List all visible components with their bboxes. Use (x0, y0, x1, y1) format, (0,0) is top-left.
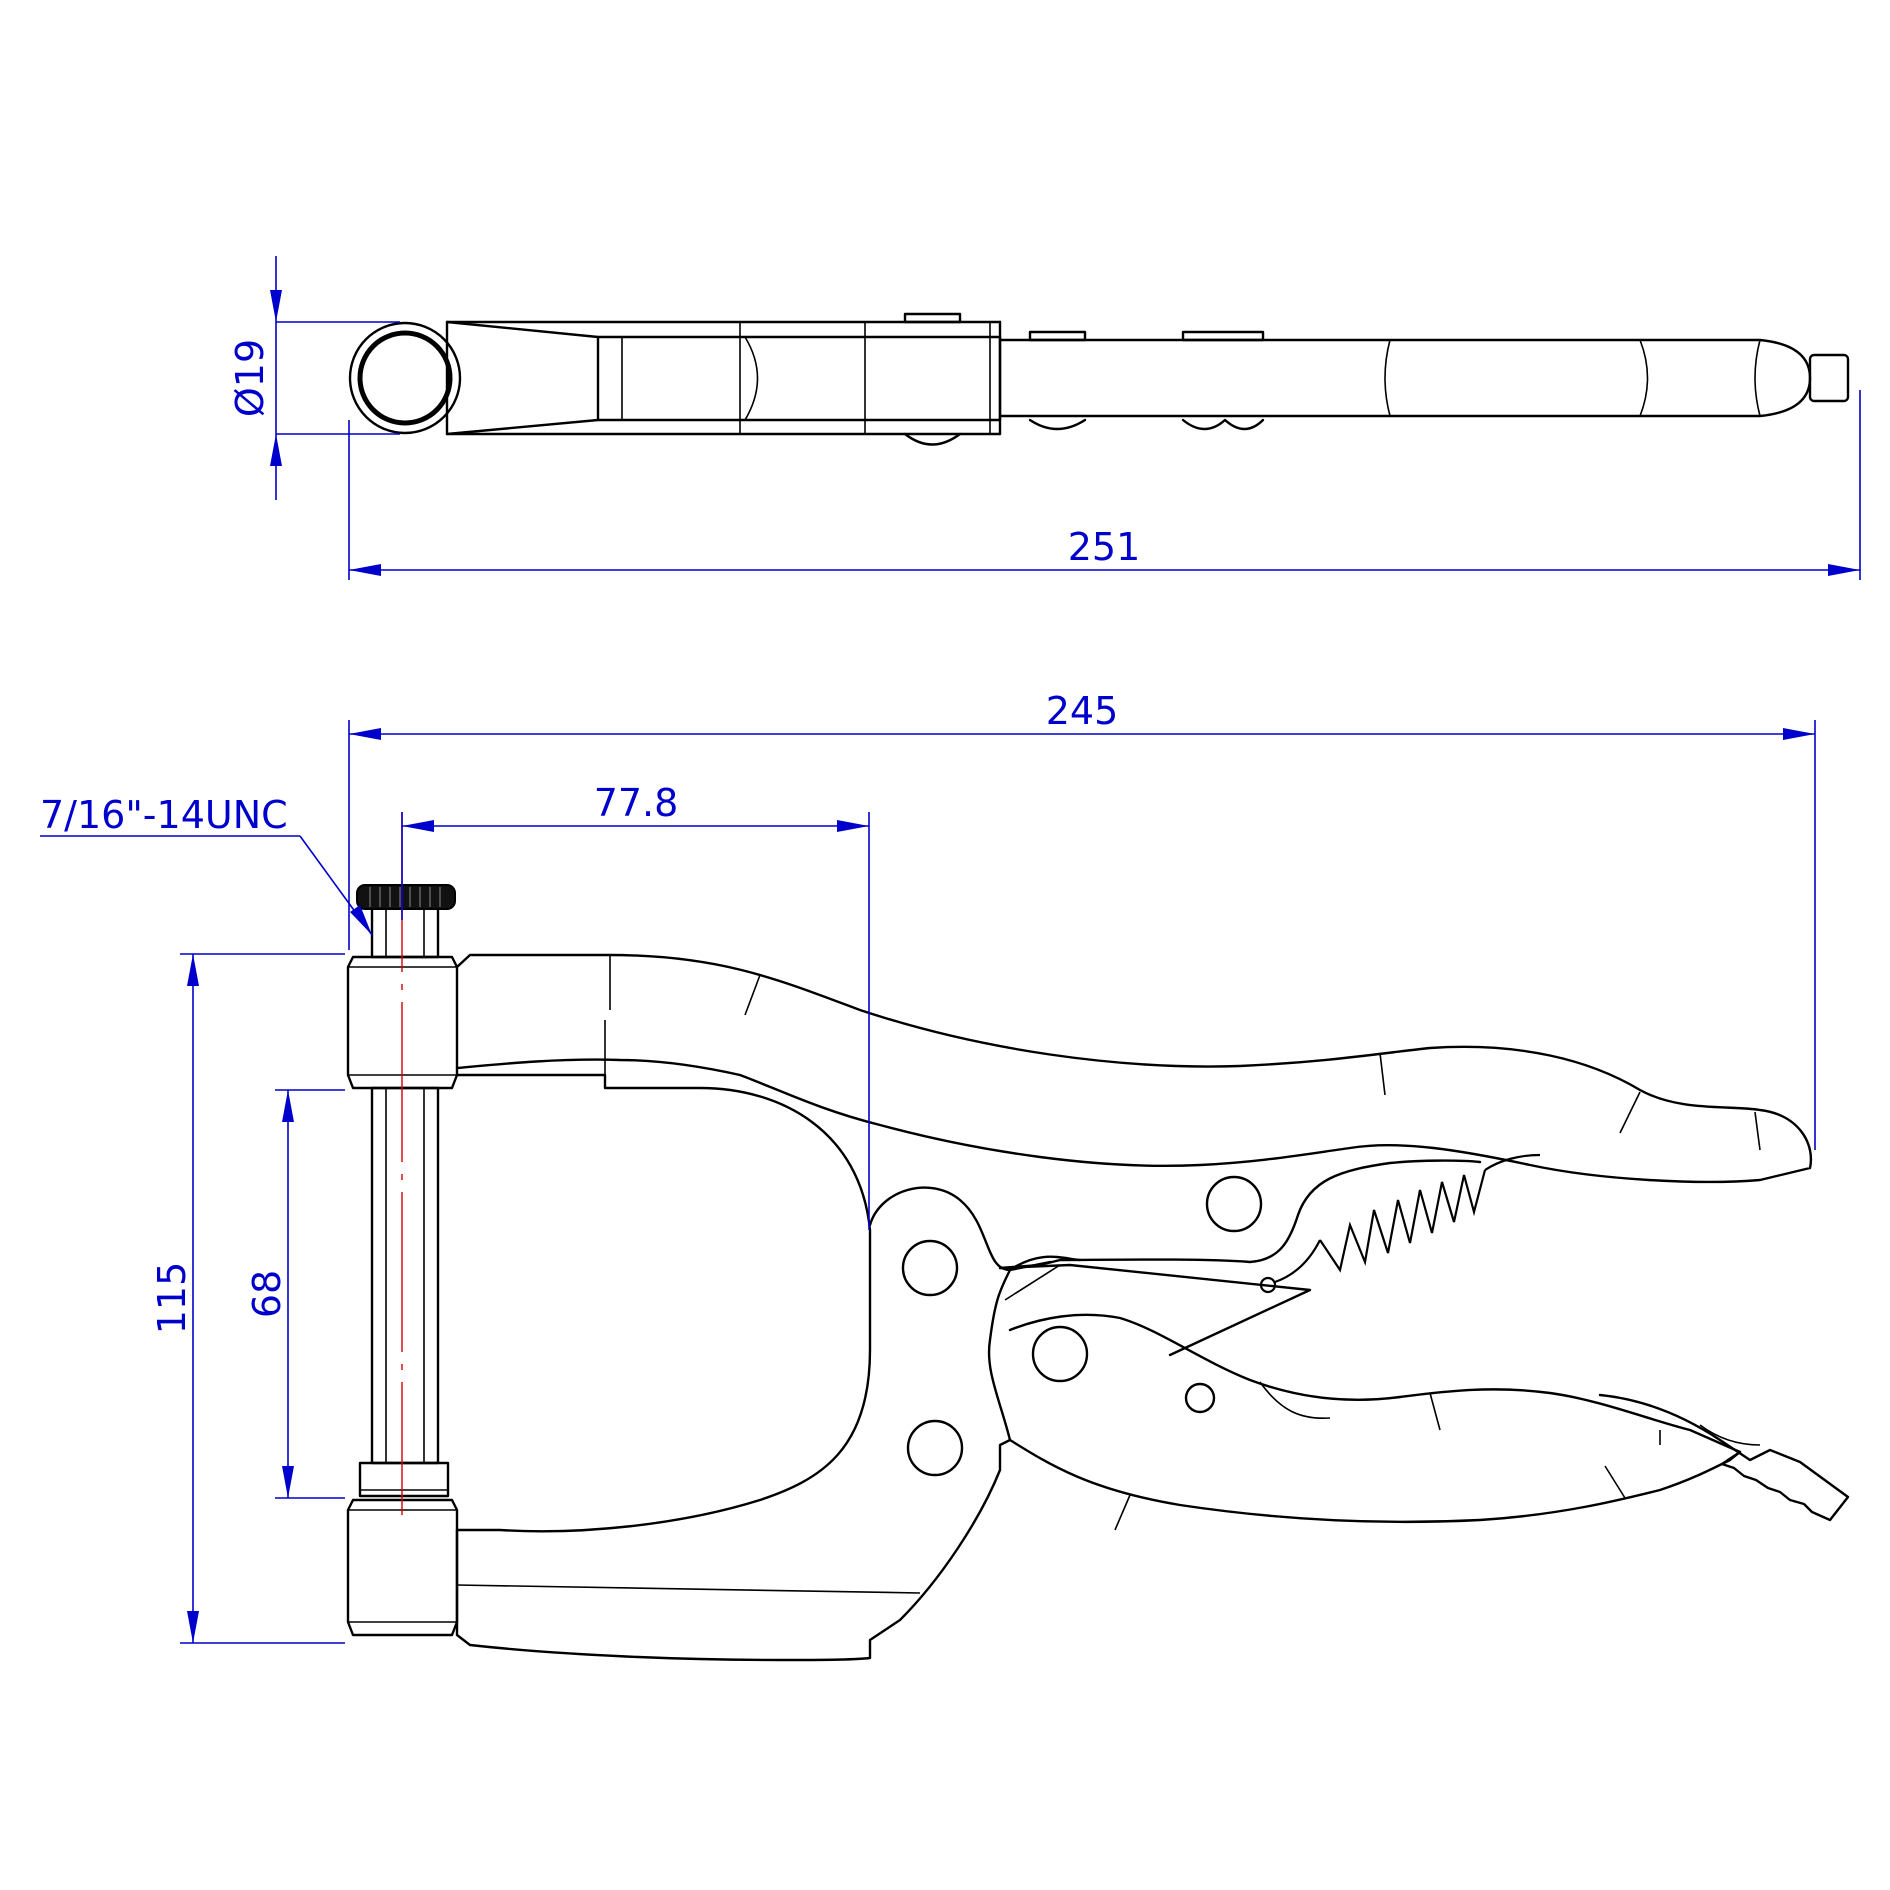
pivot-lever (1031, 1325, 1089, 1383)
lower-handle (1008, 1313, 1742, 1524)
overall-length-label: 245 (1046, 689, 1119, 733)
reach-label: 77.8 (594, 781, 679, 825)
top-view-frame-body (596, 335, 1002, 422)
spring (1259, 1153, 1541, 1294)
top-view-dimensions: Ø19 251 (228, 256, 1861, 580)
bottom-boss (346, 1498, 459, 1637)
top-view-end-ring-inner (357, 330, 453, 426)
top-view-handle-tip (1808, 353, 1850, 403)
jaw-tip (1598, 1393, 1850, 1522)
screw-shaft (370, 1086, 440, 1465)
top-view-handle (998, 338, 1812, 418)
overall-height-label: 115 (150, 1262, 194, 1335)
rivet-small (1184, 1382, 1216, 1414)
screw-top (370, 907, 440, 959)
lower-jaw-arm (455, 1255, 1082, 1662)
top-view (348, 312, 1850, 446)
pivot-upper (901, 1239, 959, 1297)
upper-handle (455, 953, 1813, 1184)
top-view-neck (445, 320, 600, 436)
diameter-label: Ø19 (228, 339, 272, 417)
toggle-link (998, 1159, 1482, 1270)
jaw-opening-label: 68 (245, 1270, 289, 1318)
pivot-lower (906, 1419, 964, 1477)
swivel-pad (358, 1461, 450, 1498)
thread-spec-label: 7/16"-14UNC (40, 793, 288, 837)
top-length-label: 251 (1068, 525, 1141, 569)
c-frame-inner (455, 1073, 872, 1533)
side-view (346, 812, 1850, 1662)
adjuster-hole (1205, 1175, 1263, 1233)
top-view-end-ring-outer (348, 321, 462, 435)
side-view-dimensions: 245 77.8 7/16"-14UNC 115 68 (40, 689, 1816, 1644)
